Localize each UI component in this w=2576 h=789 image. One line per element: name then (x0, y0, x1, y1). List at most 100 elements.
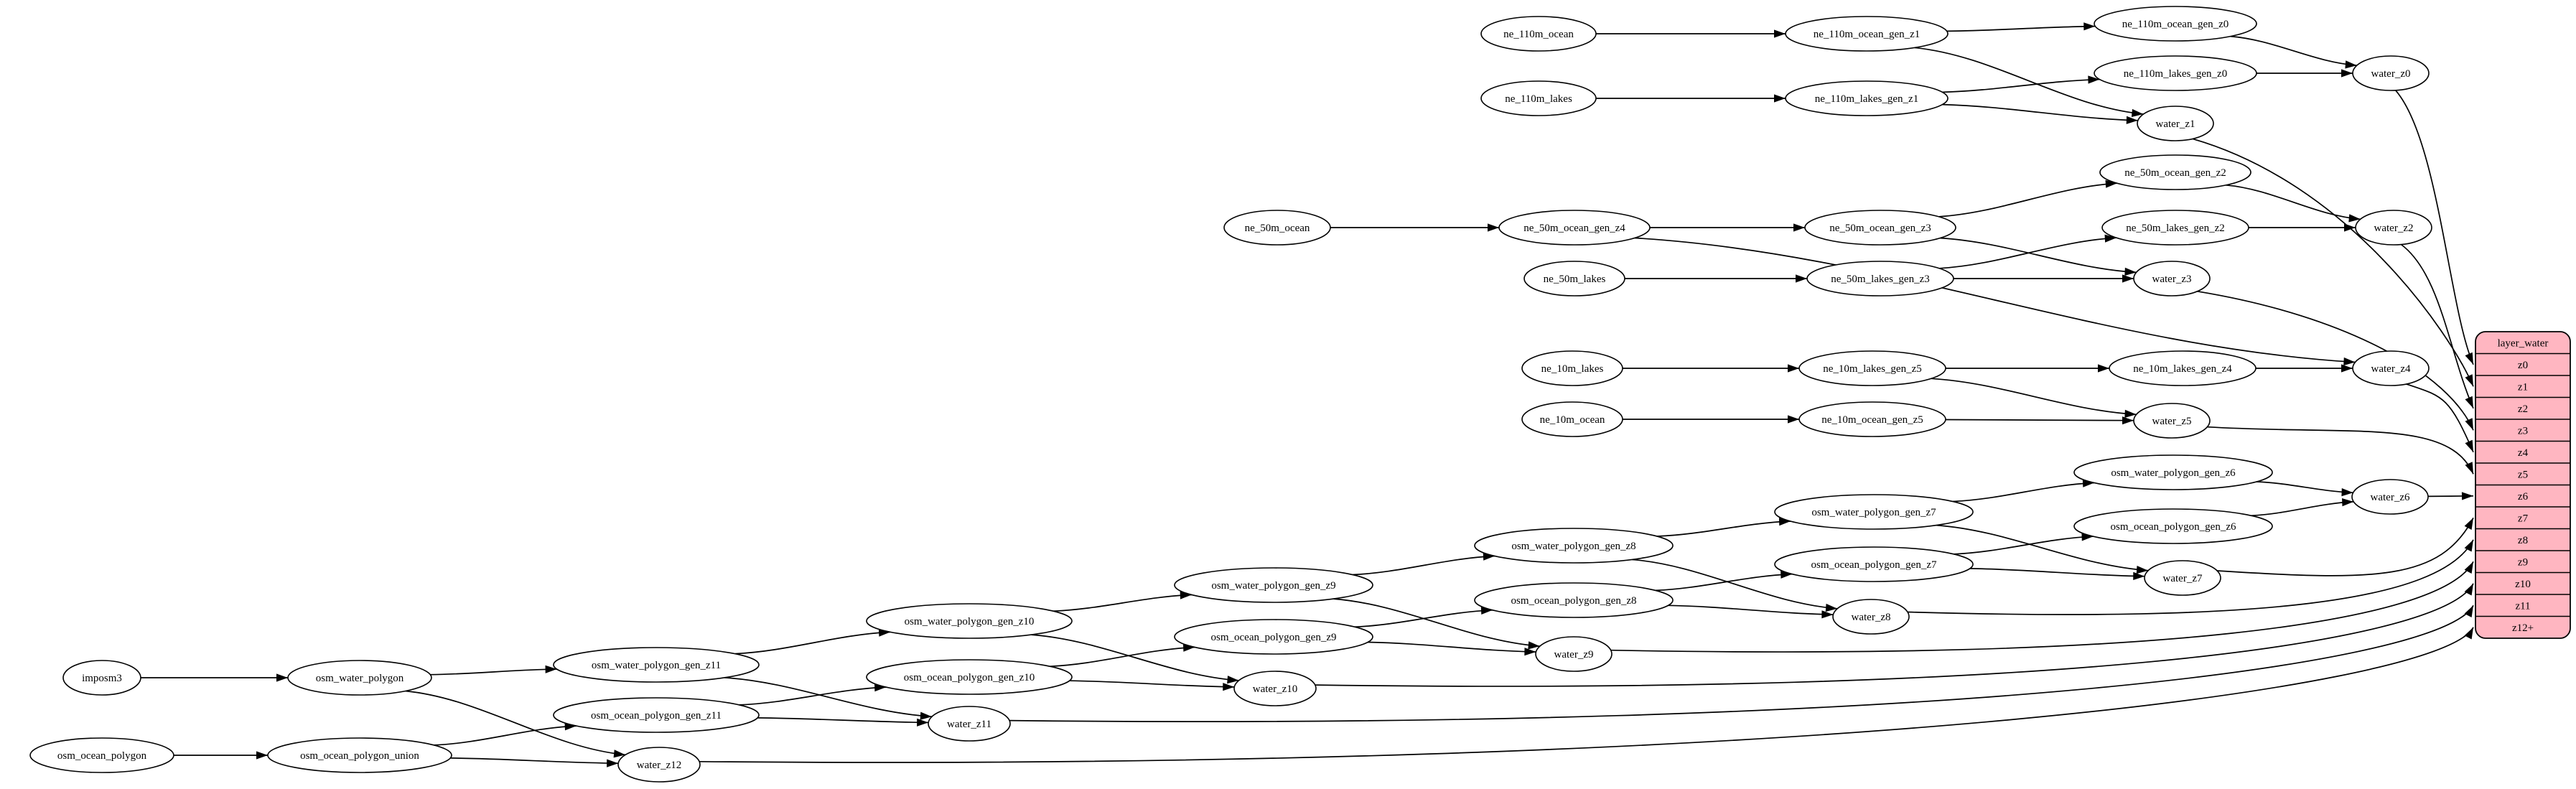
node-shape-osm_water_polygon (287, 660, 432, 696)
node-shape-ne_50m_lakes_gen_z2 (2101, 210, 2249, 246)
arrowhead-icon (1796, 274, 1807, 283)
arrowhead-icon (2122, 274, 2134, 283)
edge-ne_110m_ocean_gen_z1-to-water_z1 (1914, 47, 2144, 115)
edge-water_z3-to-layer_water.z3 (2197, 290, 2474, 431)
node-ne_110m_lakes_gen_z1: ne_110m_lakes_gen_z1 (1785, 80, 1949, 116)
edge-ne_50m_lakes_gen_z3-to-ne_50m_lakes_gen_z2 (1939, 237, 2117, 269)
arrowhead-icon (2098, 364, 2109, 373)
edge-osm_water_polygon_gen_z10-to-water_z10 (1031, 634, 1239, 681)
node-imposm3: imposm3 (62, 660, 141, 696)
arrowhead-icon (545, 665, 557, 673)
node-ne_50m_ocean_gen_z4: ne_50m_ocean_gen_z4 (1498, 210, 1651, 246)
arrowhead-icon (2124, 267, 2137, 276)
table-row-z3: z3 (2518, 425, 2528, 436)
arrowhead-icon (2126, 116, 2138, 124)
node-water_z2: water_z2 (2355, 210, 2432, 246)
edge-osm_water_polygon_gen_z8-to-osm_water_polygon_gen_z7 (1656, 520, 1791, 537)
edge-ne_50m_ocean_gen_z2-to-water_z2 (2226, 184, 2361, 220)
node-shape-ne_110m_ocean (1480, 16, 1597, 52)
table-row-z8: z8 (2518, 535, 2528, 546)
node-shape-water_z1 (2137, 106, 2214, 141)
edge-osm_ocean_polygon_gen_z6-to-water_z6 (2251, 501, 2354, 517)
node-shape-ne_10m_ocean (1521, 401, 1623, 437)
arrowhead-icon (2124, 409, 2137, 418)
table-row-z7: z7 (2518, 513, 2529, 524)
arrowhead-icon (1480, 606, 1493, 615)
node-ne_110m_ocean_gen_z1: ne_110m_ocean_gen_z1 (1785, 16, 1949, 52)
edge-osm_ocean_polygon_gen_z10-to-water_z10 (1069, 680, 1235, 688)
node-osm_water_polygon_gen_z10: osm_water_polygon_gen_z10 (866, 603, 1073, 639)
node-label-water_z4: water_z4 (2371, 363, 2411, 375)
edge-osm_water_polygon_gen_z11-to-osm_water_polygon_gen_z10 (734, 631, 891, 655)
edge-osm_water_polygon_gen_z6-to-water_z6 (2256, 481, 2353, 494)
edge-water_z2-to-layer_water.z2 (2400, 243, 2474, 409)
node-shape-osm_ocean_polygon_gen_z8 (1474, 582, 1674, 618)
arrowhead-icon (2345, 60, 2357, 69)
node-shape-ne_10m_ocean_gen_z5 (1798, 401, 1946, 437)
node-ne_110m_ocean_gen_z0: ne_110m_ocean_gen_z0 (2094, 6, 2257, 42)
node-label-ne_110m_lakes: ne_110m_lakes (1505, 93, 1572, 105)
arrowhead-icon (2342, 498, 2354, 507)
node-shape-water_z11 (928, 706, 1011, 742)
edge-osm_ocean_polygon_gen_z11-to-osm_ocean_polygon_gen_z10 (739, 686, 887, 706)
node-osm_water_polygon_gen_z11: osm_water_polygon_gen_z11 (553, 647, 760, 683)
edge-osm_water_polygon_gen_z10-to-osm_water_polygon_gen_z9 (1053, 594, 1192, 612)
arrowhead-icon (1227, 676, 1239, 684)
node-label-osm_water_polygon_gen_z8: osm_water_polygon_gen_z8 (1511, 541, 1635, 552)
node-label-water_z11: water_z11 (947, 719, 991, 730)
node-label-ne_50m_ocean_gen_z4: ne_50m_ocean_gen_z4 (1523, 223, 1625, 234)
node-shape-ne_110m_ocean_gen_z1 (1785, 16, 1949, 52)
edge-water_z11-to-layer_water.z11 (1009, 604, 2474, 722)
arrowhead-icon (2464, 561, 2473, 574)
node-shape-ne_10m_lakes_gen_z5 (1798, 350, 1946, 386)
node-shape-water_z8 (1832, 599, 1910, 635)
node-label-ne_110m_lakes_gen_z1: ne_110m_lakes_gen_z1 (1815, 93, 1918, 105)
edge-layer (141, 22, 2474, 767)
node-shape-ne_110m_lakes_gen_z1 (1785, 80, 1949, 116)
node-shape-osm_ocean_polygon_gen_z7 (1774, 546, 1974, 582)
edge-ne_10m_ocean_gen_z5-to-water_z5 (1945, 419, 2134, 421)
arrowhead-icon (1223, 683, 1235, 691)
node-label-ne_110m_ocean: ne_110m_ocean (1503, 29, 1574, 40)
node-ne_10m_lakes_gen_z5: ne_10m_lakes_gen_z5 (1798, 350, 1946, 386)
node-osm_water_polygon: osm_water_polygon (287, 660, 432, 696)
node-ne_50m_ocean_gen_z3: ne_50m_ocean_gen_z3 (1804, 210, 1956, 246)
table-row-z5: z5 (2518, 469, 2528, 480)
arrowhead-icon (2464, 583, 2473, 596)
edge-osm_water_polygon_gen_z9-to-osm_water_polygon_gen_z8 (1353, 555, 1495, 576)
arrowhead-icon (2136, 566, 2149, 574)
table-row-z11: z11 (2515, 600, 2530, 612)
edge-osm_ocean_polygon_gen_z7-to-osm_ocean_polygon_gen_z6 (1954, 536, 2094, 555)
node-shape-ne_10m_lakes (1521, 350, 1623, 386)
node-label-water_z10: water_z10 (1253, 683, 1297, 695)
node-label-ne_50m_ocean: ne_50m_ocean (1245, 223, 1310, 234)
node-ne_10m_ocean: ne_10m_ocean (1521, 401, 1623, 437)
arrowhead-icon (276, 673, 288, 682)
node-ne_50m_ocean_gen_z2: ne_50m_ocean_gen_z2 (2099, 154, 2251, 190)
node-shape-osm_ocean_polygon (29, 737, 174, 773)
node-shape-water_z4 (2352, 350, 2430, 386)
node-shape-ne_50m_ocean_gen_z2 (2099, 154, 2251, 190)
edge-osm_water_polygon_gen_z9-to-water_z9 (1333, 598, 1540, 647)
node-shape-ne_10m_lakes_gen_z4 (2109, 350, 2257, 386)
node-label-ne_10m_lakes_gen_z5: ne_10m_lakes_gen_z5 (1823, 363, 1921, 375)
edge-osm_ocean_polygon_gen_z7-to-water_z7 (1969, 568, 2145, 577)
table-row-z6: z6 (2518, 491, 2529, 503)
node-shape-osm_water_polygon_gen_z11 (553, 647, 760, 683)
node-label-osm_ocean_polygon_gen_z9: osm_ocean_polygon_gen_z9 (1211, 632, 1337, 643)
edge-water_z7-to-layer_water.z7 (2217, 517, 2474, 576)
node-label-osm_ocean_polygon_gen_z8: osm_ocean_polygon_gen_z8 (1511, 595, 1637, 607)
arrowhead-icon (2464, 539, 2473, 552)
node-water_z10: water_z10 (1233, 671, 1317, 706)
node-osm_water_polygon_gen_z6: osm_water_polygon_gen_z6 (2073, 454, 2273, 490)
node-label-ne_10m_ocean_gen_z5: ne_10m_ocean_gen_z5 (1821, 414, 1923, 426)
node-shape-water_z2 (2355, 210, 2432, 246)
node-shape-ne_50m_lakes_gen_z3 (1806, 261, 1954, 297)
arrowhead-icon (607, 759, 619, 767)
arrowhead-icon (2464, 518, 2473, 530)
node-osm_ocean_polygon_gen_z10: osm_ocean_polygon_gen_z10 (866, 659, 1073, 695)
node-water_z12: water_z12 (617, 747, 701, 783)
node-label-osm_water_polygon_gen_z9: osm_water_polygon_gen_z9 (1211, 580, 1335, 592)
edge-osm_ocean_polygon_gen_z9-to-osm_ocean_polygon_gen_z8 (1354, 609, 1493, 628)
